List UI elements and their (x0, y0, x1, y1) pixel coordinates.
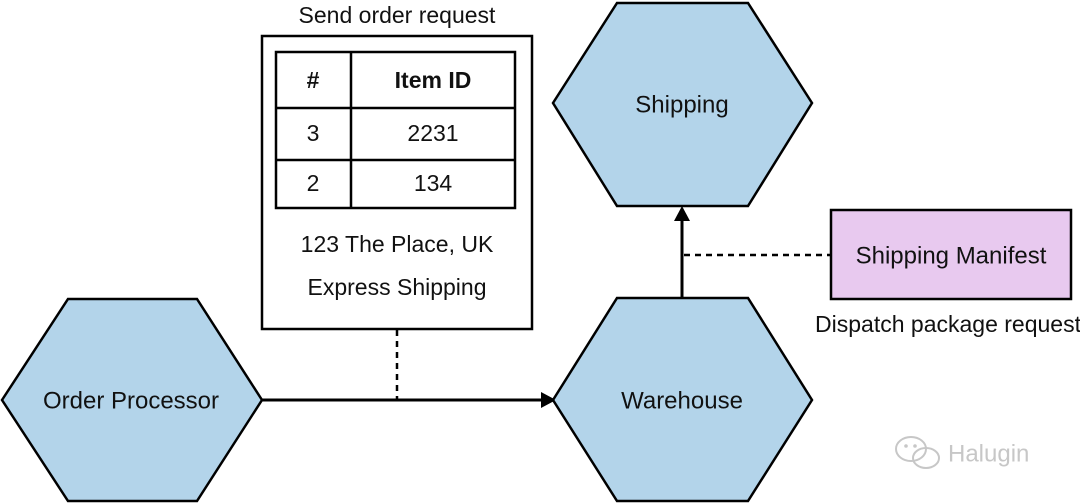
table-header-number: # (307, 67, 320, 93)
order-processor-node: Order Processor (0, 297, 264, 503)
warehouse-to-shipping-arrowhead (674, 206, 690, 221)
table-cell: 3 (307, 120, 320, 146)
wechat-icon (895, 436, 940, 469)
shipping-address: 123 The Place, UK (301, 231, 494, 257)
send-order-request-caption: Send order request (299, 2, 497, 28)
warehouse-label: Warehouse (621, 387, 743, 414)
shipping-label: Shipping (635, 91, 728, 118)
order-to-warehouse-arrowhead (541, 392, 556, 408)
shipping-manifest-node: Shipping Manifest (829, 208, 1073, 301)
shipping-manifest-label: Shipping Manifest (856, 242, 1047, 269)
table-cell: 2231 (407, 120, 458, 146)
table-cell: 134 (414, 170, 453, 196)
table-header-item-id: Item ID (395, 67, 472, 93)
shipping-node: Shipping (551, 1, 814, 208)
dispatch-package-request-caption: Dispatch package request (815, 311, 1080, 337)
watermark: Halugin (895, 436, 1029, 469)
table-cell: 2 (307, 170, 320, 196)
order-items-table: # Item ID 3 2231 2 134 (274, 50, 517, 210)
shipping-method: Express Shipping (308, 274, 487, 300)
order-processor-label: Order Processor (43, 387, 219, 414)
order-request-card: # Item ID 3 2231 2 134 123 The Place, UK… (260, 34, 534, 331)
warehouse-node: Warehouse (551, 296, 814, 503)
watermark-text: Halugin (948, 440, 1029, 467)
